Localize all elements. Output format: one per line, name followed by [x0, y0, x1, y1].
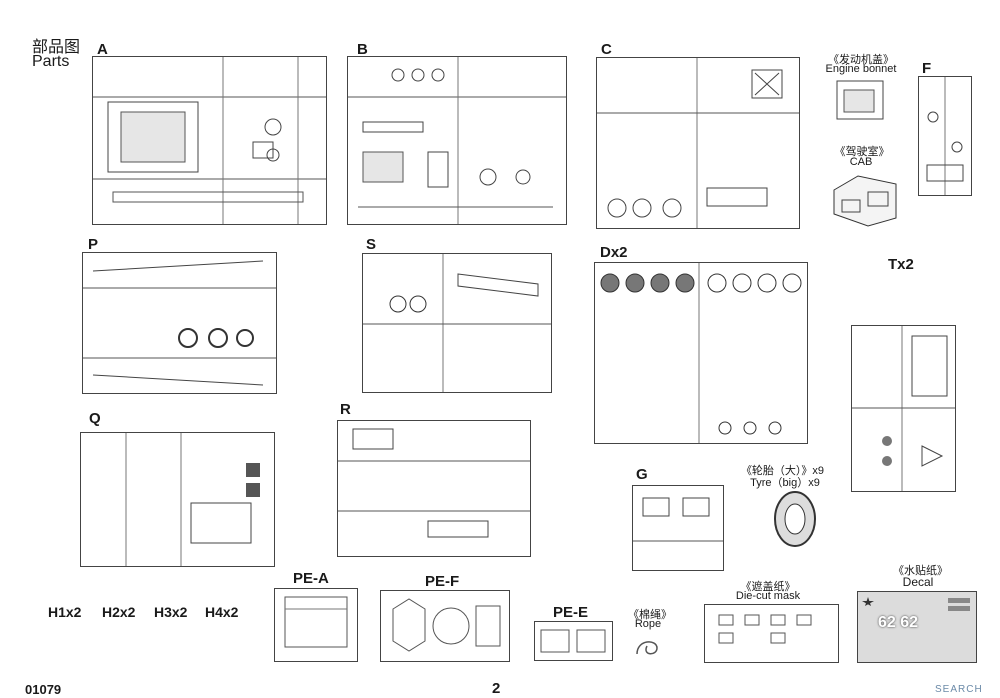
decal-numbers: 62 62: [878, 614, 919, 631]
cab-cn: 《驾驶室》: [834, 146, 890, 158]
tyre-en: Tyre（big）x9: [750, 477, 820, 489]
parts-title-cn: 部品图: [32, 39, 81, 56]
footer-code: 01079: [25, 682, 62, 697]
pe-e-label: PE-E: [553, 604, 589, 621]
sprue-s-label: S: [366, 236, 377, 253]
parts-title-en: Parts: [32, 53, 70, 70]
pe-f-sheet: [380, 590, 510, 662]
sprue-b-drawing: [348, 57, 566, 224]
pe-a-sheet: [274, 588, 358, 662]
sprue-a-label: A: [97, 41, 108, 58]
sprue-b: [347, 56, 567, 225]
sprue-q-label: Q: [89, 410, 101, 427]
hose-h3-label: H3x2: [154, 604, 188, 620]
sprue-d: [594, 262, 808, 444]
engine-bonnet-en: Engine bonnet: [825, 63, 897, 75]
die-cut-cn: 《遮盖纸》: [740, 581, 796, 593]
rope-cn: 《棉绳》: [628, 609, 672, 621]
sprue-a-drawing: [93, 57, 326, 224]
footer-watermark: SEARCH: [935, 684, 983, 695]
decal-cn: 《水贴纸》: [893, 565, 948, 577]
sprue-d-label: Dx2: [600, 244, 628, 261]
sprue-t: [851, 325, 956, 492]
sprue-c-drawing: [597, 58, 799, 228]
sprue-q: [80, 432, 275, 567]
pe-f-label: PE-F: [425, 573, 460, 590]
hose-h1-label: H1x2: [48, 604, 82, 620]
hose-h4-label: H4x2: [205, 604, 239, 620]
tyre-cn: 《轮胎（大）》x9: [740, 465, 825, 477]
engine-bonnet-cn: 《发动机盖》: [828, 54, 894, 66]
sprue-t-label: Tx2: [888, 256, 914, 273]
sprue-f-label: F: [922, 60, 932, 77]
cab-en: CAB: [849, 156, 873, 168]
sprue-a: [92, 56, 327, 225]
engine-bonnet-image: [834, 78, 886, 122]
sprue-b-label: B: [357, 41, 368, 58]
sprue-f: [918, 76, 972, 196]
sprue-c-label: C: [601, 41, 612, 58]
pe-a-label: PE-A: [293, 570, 329, 587]
decal-sheet: 62 62: [857, 591, 977, 663]
die-cut-sheet: [704, 604, 839, 663]
rope-en: Rope: [634, 618, 662, 630]
sprue-g: [632, 485, 724, 571]
tyre-image: [770, 488, 820, 550]
sprue-c: [596, 57, 800, 229]
die-cut-en: Die-cut mask: [735, 590, 801, 602]
cab-image: [828, 170, 900, 228]
page-number: 2: [492, 680, 501, 697]
sprue-p: [82, 252, 277, 394]
sprue-r-label: R: [340, 401, 351, 418]
sprue-r: [337, 420, 531, 557]
sprue-g-label: G: [636, 466, 648, 483]
rope-image: [632, 634, 662, 660]
sprue-s: [362, 253, 552, 393]
decal-en: Decal: [902, 575, 934, 589]
pe-e-sheet: [534, 621, 613, 661]
sprue-p-label: P: [88, 236, 99, 253]
hose-h2-label: H2x2: [102, 604, 136, 620]
